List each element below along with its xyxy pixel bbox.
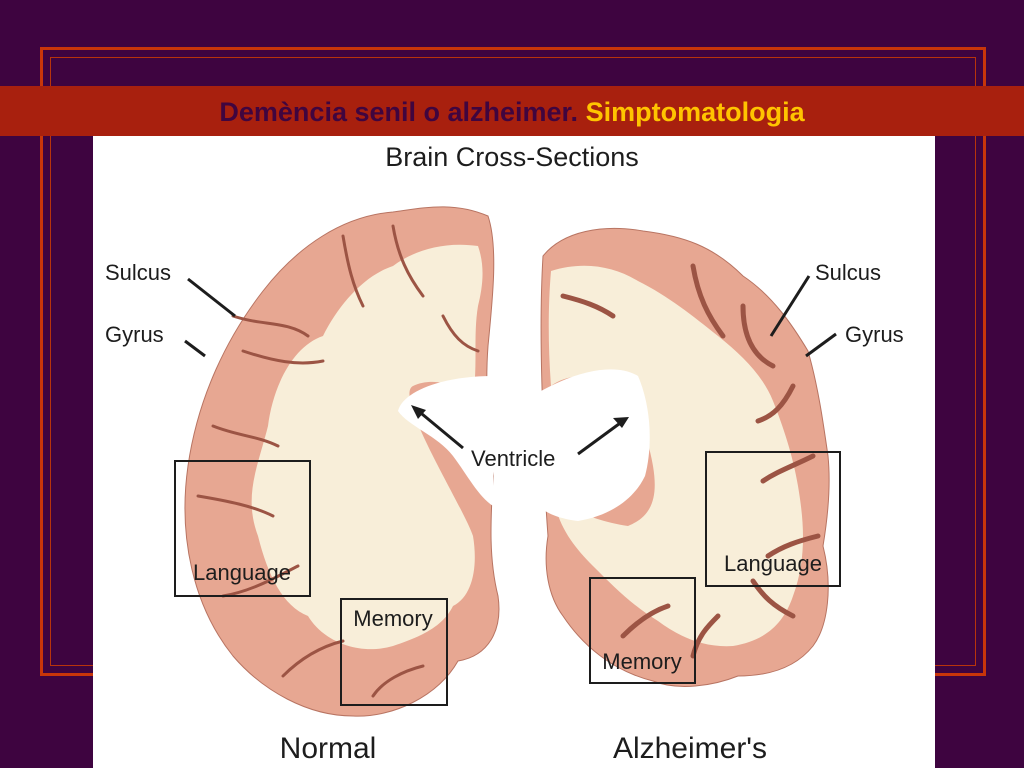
- caption-alzheimers: Alzheimer's: [613, 732, 767, 765]
- normal-sulcus-line: [371, 664, 425, 698]
- normal-sulcus-line: [281, 639, 345, 678]
- slide-title: Demència senil o alzheimer. Simptomatolo…: [0, 86, 1024, 136]
- alzheimers-sulcus-line: [750, 578, 796, 619]
- normal-sulcus-line: [221, 564, 300, 598]
- box-memory-alzheimers: [589, 577, 696, 684]
- label-sulcus-left: Sulcus: [105, 260, 171, 285]
- normal-sulcus-line: [231, 314, 310, 338]
- pointer-gyrus-right: [805, 332, 837, 358]
- label-memory-alzheimers: Memory: [602, 649, 681, 674]
- normal-sulcus-line: [441, 314, 480, 353]
- label-sulcus-right: Sulcus: [815, 260, 881, 285]
- brain-figure: Brain Cross-Sections: [93, 136, 935, 768]
- normal-sulcus-line: [241, 349, 325, 365]
- alzheimers-sulcus-line: [755, 383, 796, 424]
- brain-cross-sections-svg: Brain Cross-Sections: [105, 142, 904, 765]
- alzheimers-brain-section: [540, 227, 830, 687]
- figure-title: Brain Cross-Sections: [385, 142, 639, 172]
- slide-title-main: Demència senil o alzheimer.: [219, 97, 579, 127]
- label-language-alzheimers: Language: [724, 551, 822, 576]
- pointer-arrowheads: [411, 405, 629, 428]
- normal-sulcus-line: [196, 494, 275, 518]
- region-boxes: [174, 451, 841, 706]
- label-gyrus-left: Gyrus: [105, 322, 164, 347]
- label-memory-normal: Memory: [353, 606, 432, 631]
- alzheimers-brain-white-matter: [548, 265, 803, 647]
- caption-normal: Normal: [280, 732, 377, 765]
- alzheimers-sulcus-line: [740, 303, 776, 369]
- pointer-sulcus-right: [769, 275, 811, 337]
- alzheimers-sulcus-line: [760, 453, 816, 484]
- arrowhead-ventricle-right: [613, 417, 629, 428]
- pointer-lines: [184, 275, 837, 456]
- normal-brain-section: [184, 206, 500, 717]
- alzheimers-sulcus-line: [765, 533, 821, 559]
- alzheimers-sulcus-line: [560, 293, 616, 319]
- pointer-ventricle-right: [577, 419, 624, 456]
- arrowhead-ventricle-left: [411, 405, 426, 419]
- normal-ventricle: [398, 376, 493, 506]
- label-gyrus-right: Gyrus: [845, 322, 904, 347]
- pointer-sulcus-left: [187, 277, 236, 318]
- alzheimers-sulcus-line: [620, 603, 671, 639]
- alzheimers-ventricle: [541, 369, 650, 521]
- box-language-normal: [174, 460, 311, 597]
- box-language-alzheimers: [705, 451, 841, 587]
- normal-sulcus-line: [391, 224, 425, 298]
- normal-sulcus-line: [341, 234, 365, 308]
- pointer-gyrus-left: [184, 339, 206, 358]
- slide-title-accent: Simptomatologia: [585, 97, 805, 127]
- normal-sulcus-line: [211, 424, 280, 448]
- alzheimers-sulcus-line: [690, 263, 726, 339]
- label-language-normal: Language: [193, 560, 291, 585]
- title-bar: [0, 86, 1024, 136]
- label-ventricle: Ventricle: [471, 446, 555, 471]
- pointer-ventricle-left: [415, 407, 464, 450]
- normal-sulci: [196, 224, 480, 698]
- box-memory-normal: [340, 598, 448, 706]
